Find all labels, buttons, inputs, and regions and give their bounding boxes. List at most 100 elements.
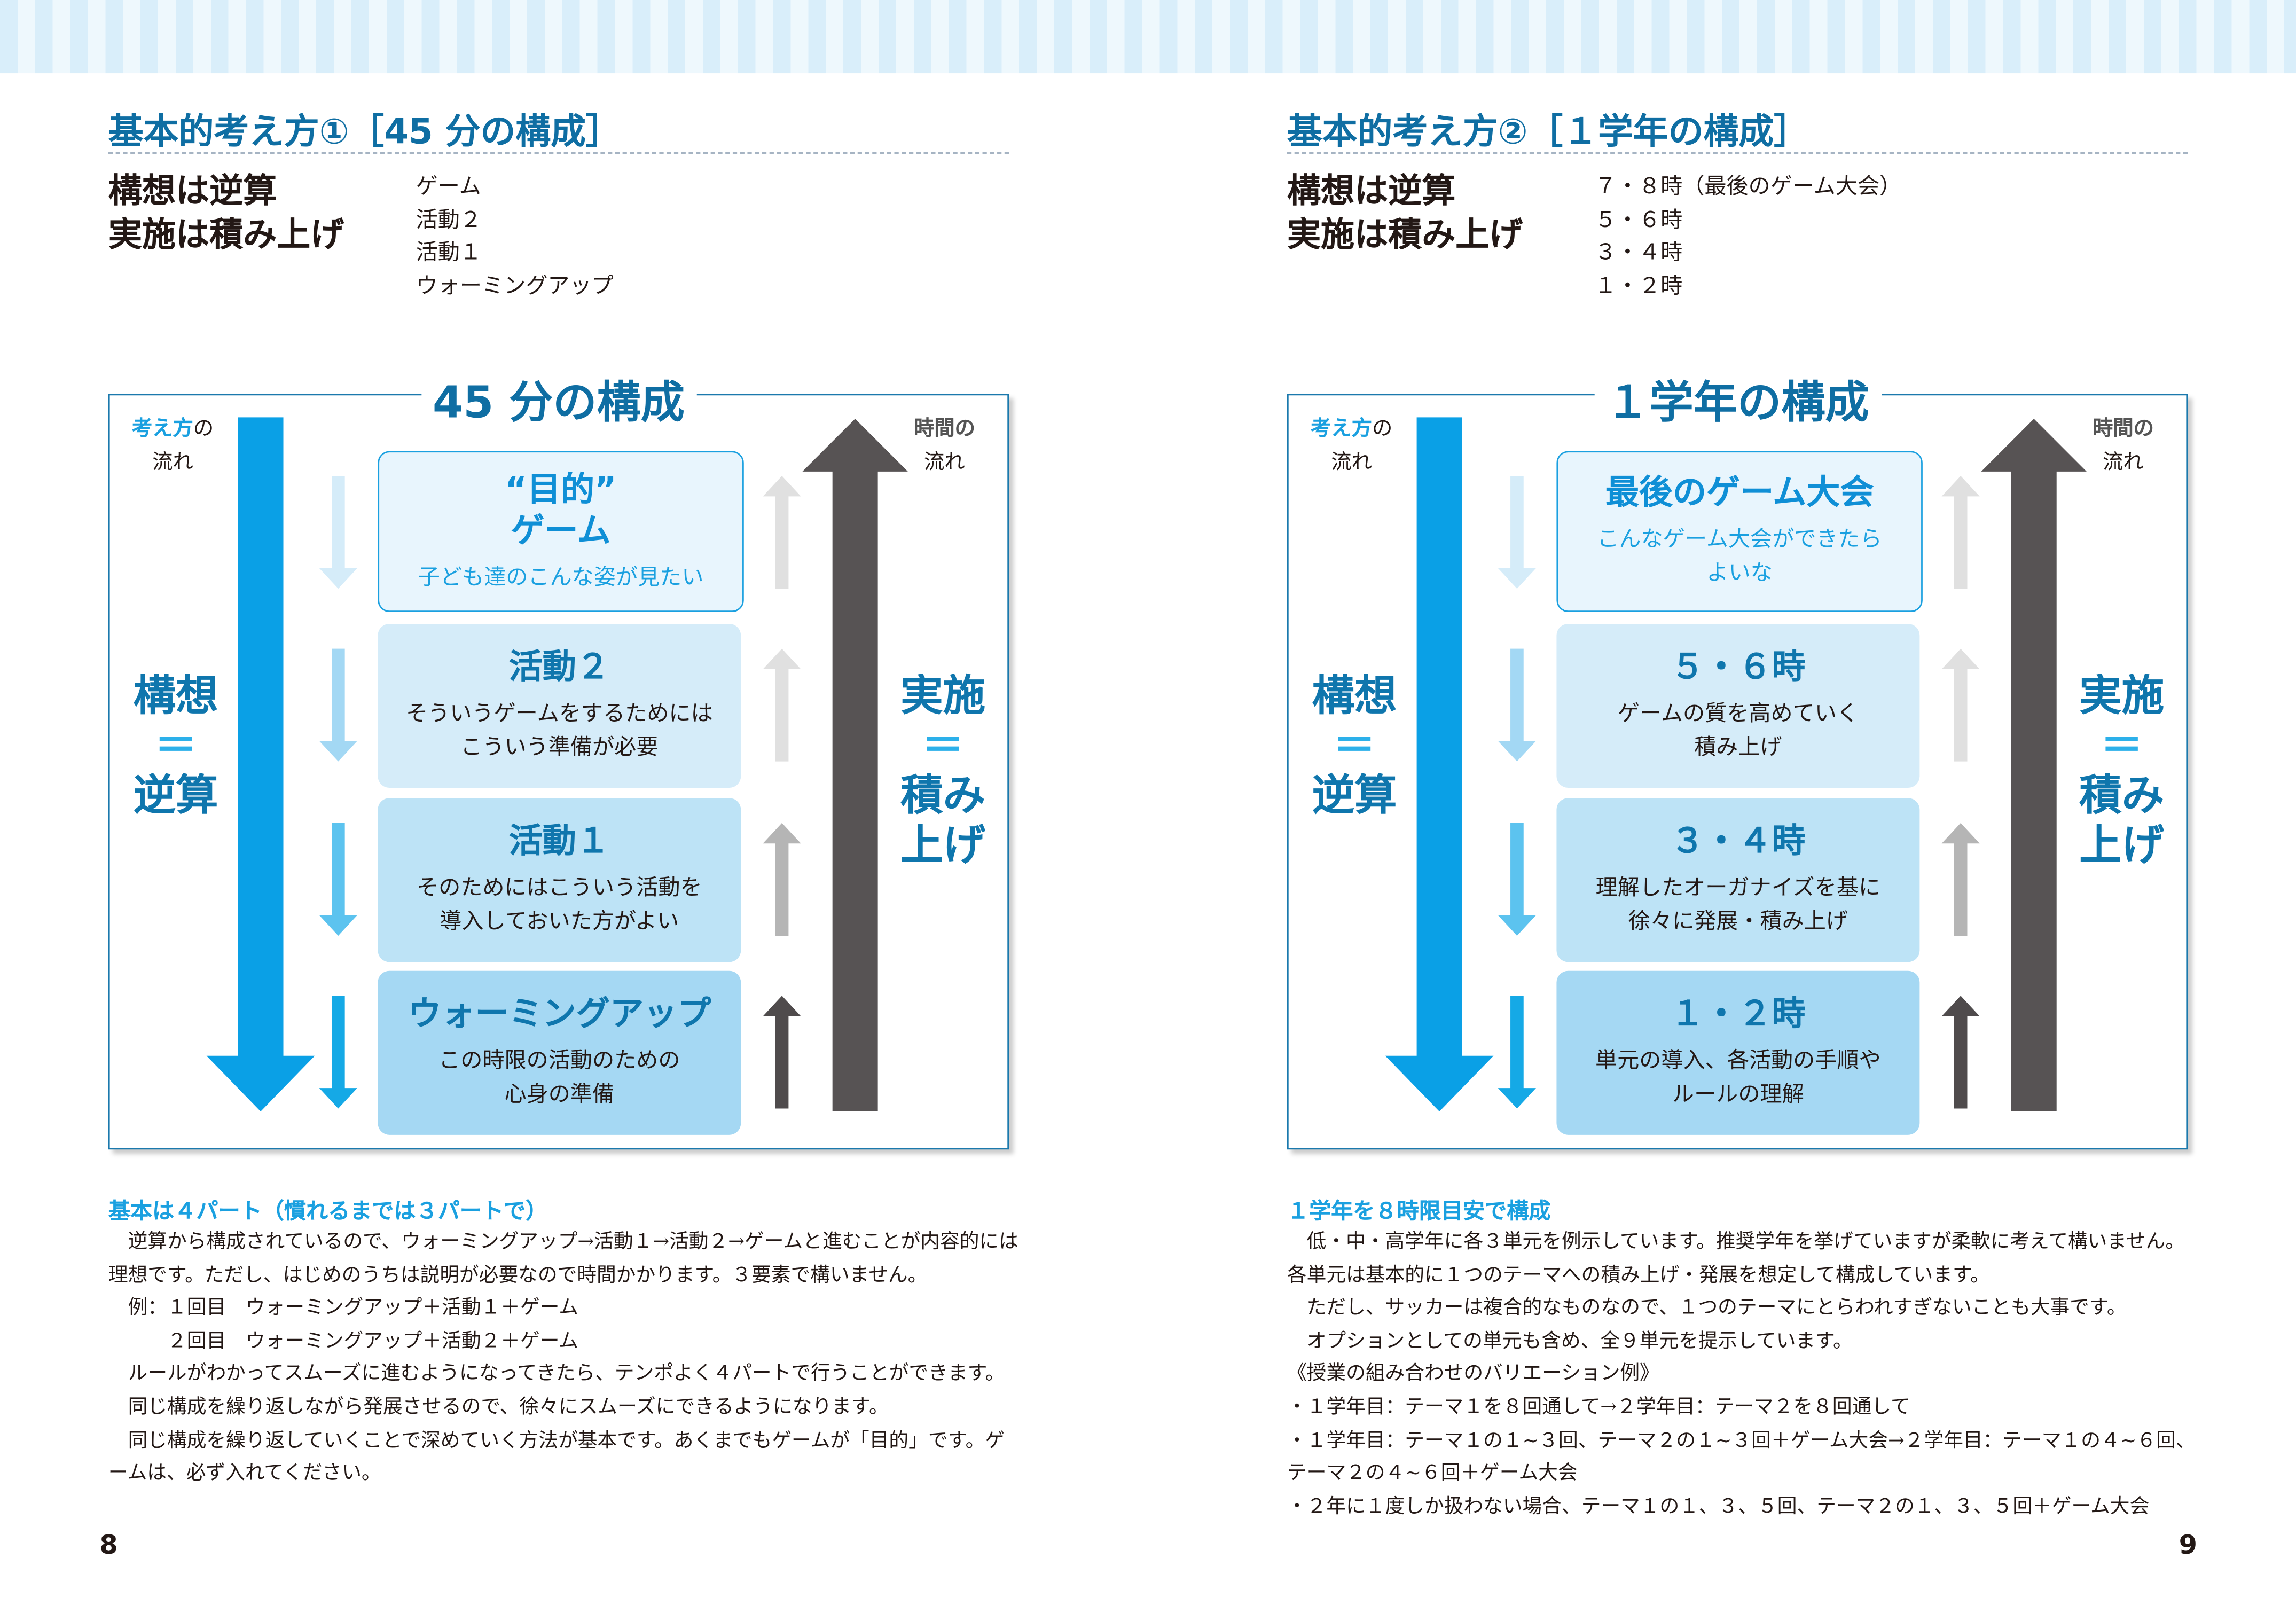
execution-label-part: ＝ — [2100, 720, 2143, 771]
execution-label: 実施＝積み上げ — [2056, 671, 2188, 870]
body-paragraph: 例：１回目 ウォーミングアップ＋活動１＋ゲーム — [108, 1297, 578, 1320]
body-paragraph: 《授業の組み合わせのバリエーション例》 — [1287, 1364, 1659, 1386]
small-up-arrow-icon — [1941, 476, 1980, 589]
small-down-arrow-icon — [1498, 996, 1537, 1109]
flow-label-line: 時間の — [2092, 417, 2154, 441]
execution-label-part: 実施 — [2079, 670, 2165, 721]
structure-list-item: ウォーミングアップ — [416, 272, 614, 299]
body-paragraph: ただし、サッカーは複合的なものなので、１つのテーマにとらわれすぎないことも大事で… — [1287, 1297, 2127, 1320]
small-down-arrow-icon — [1498, 476, 1537, 589]
execution-label: 実施＝積み上げ — [877, 671, 1009, 870]
execution-label-part: ＝ — [921, 720, 965, 771]
structure-box-desc: そのためにはこういう活動を 導入しておいた方がよい — [416, 874, 702, 935]
flow-label-line: 時間の — [913, 417, 975, 441]
structure-list-item: ３・４時 — [1594, 239, 1683, 265]
section-subheading: １学年を８時限目安で構成 — [1287, 1197, 1551, 1225]
body-paragraph: ・２年に１度しか扱わない場合、テーマ１の１、３、５回、テーマ２の１、３、５回＋ゲ… — [1287, 1496, 2150, 1518]
page-heading: 基本的考え方②［１学年の構成］ — [1287, 111, 1809, 153]
big-down-arrow-icon — [1385, 417, 1494, 1111]
small-up-arrow-icon — [763, 823, 801, 936]
structure-box-title: 最後のゲーム大会 — [1605, 474, 1874, 513]
flow-label-left: 考え方の流れ — [1300, 413, 1403, 480]
body-paragraph: オプションとしての単元も含め、全９単元を提示しています。 — [1287, 1330, 1853, 1353]
flow-label-line: 流れ — [924, 451, 965, 475]
flow-label-keyword: 考え方 — [1310, 417, 1372, 441]
concept-label-part: 逆算 — [133, 770, 218, 820]
body-paragraph: 逆算から構成されているので、ウォーミングアップ→活動１→活動２→ゲームと進むこと… — [108, 1231, 1018, 1287]
structure-box: ３・４時理解したオーガナイズを基に 徐々に発展・積み上げ — [1556, 798, 1920, 962]
diagram-title: 45 分の構成 — [420, 366, 696, 431]
body-paragraph: 同じ構成を繰り返していくことで深めていく方法が基本です。あくまでもゲームが「目的… — [108, 1430, 1005, 1485]
small-down-arrow-icon — [1498, 823, 1537, 936]
structure-box: ウォーミングアップこの時限の活動のための 心身の準備 — [378, 970, 741, 1135]
concept-label: 構想＝逆算 — [1289, 671, 1421, 820]
concept-label-part: ＝ — [154, 720, 197, 771]
flow-label-suffix: の — [193, 417, 214, 441]
flow-label-line: 流れ — [2103, 451, 2144, 475]
structure-box-title: ウォーミングアップ — [408, 996, 711, 1034]
concept-label-part: ＝ — [1333, 720, 1376, 771]
flow-label-right: 時間の流れ — [2072, 413, 2175, 480]
small-up-arrow-icon — [763, 996, 801, 1109]
structure-box-desc: 子ども達のこんな姿が見たい — [418, 563, 704, 590]
structure-box-title: “目的” ゲーム — [505, 471, 617, 550]
structure-diagram: 45 分の構成考え方の流れ時間の流れ構想＝逆算実施＝積み上げ“目的” ゲーム子ど… — [108, 366, 1009, 1150]
flow-label-line: 流れ — [152, 451, 193, 475]
structure-box-desc: そういうゲームをするためには こういう準備が必要 — [406, 700, 713, 760]
flow-label-line: 流れ — [1331, 451, 1372, 475]
structure-box-title: 活動１ — [508, 823, 610, 862]
structure-diagram: １学年の構成考え方の流れ時間の流れ構想＝逆算実施＝積み上げ最後のゲーム大会こんな… — [1287, 366, 2188, 1150]
big-down-arrow-icon — [206, 417, 315, 1111]
big-up-arrow-icon — [1981, 419, 2087, 1111]
structure-list-item: 活動１ — [416, 239, 482, 265]
structure-box-title: ５・６時 — [1671, 648, 1806, 687]
page-heading: 基本的考え方①［45 分の構成］ — [108, 111, 621, 153]
page-number: 8 — [99, 1530, 118, 1561]
structure-list-item: ７・８時（最後のゲーム大会） — [1594, 173, 1902, 199]
section-subheading: 基本は４パート（慣れるまでは３パートで） — [108, 1197, 548, 1225]
structure-list-item: 活動２ — [416, 206, 482, 232]
structure-list: ７・８時（最後のゲーム大会） ５・６時 ３・４時 １・２時 — [1595, 170, 1902, 302]
body-paragraph: 低・中・高学年に各３単元を例示しています。推奨学年を挙げていますが柔軟に考えて構… — [1287, 1231, 2185, 1287]
body-paragraph: ルールがわかってスムーズに進むようになってきたら、テンポよく４パートで行うことが… — [108, 1364, 1005, 1386]
body-paragraph: ２回目 ウォーミングアップ＋活動２＋ゲーム — [108, 1330, 578, 1353]
structure-box-title: １・２時 — [1671, 996, 1806, 1034]
structure-list-item: ５・６時 — [1594, 206, 1683, 232]
body-paragraph: ・１学年目：テーマ１の１~３回、テーマ２の１~３回＋ゲーム大会→２学年目：テーマ… — [1287, 1430, 2196, 1485]
flow-label-keyword: 考え方 — [131, 417, 193, 441]
flow-label-line: 考え方の — [122, 413, 224, 447]
heading-divider — [1287, 152, 2188, 154]
structure-box: ５・６時ゲームの質を高めていく 積み上げ — [1556, 623, 1920, 788]
small-up-arrow-icon — [763, 648, 801, 762]
execution-label-part: 積み — [2079, 770, 2165, 820]
execution-label-part: 積み — [900, 770, 986, 820]
flow-label-line: 考え方の — [1300, 413, 1403, 447]
structure-box: 最後のゲーム大会こんなゲーム大会ができたら よいな — [1556, 451, 1923, 613]
execution-label-part: 実施 — [900, 670, 986, 721]
structure-box-desc: ゲームの質を高めていく 積み上げ — [1617, 700, 1859, 760]
small-up-arrow-icon — [1941, 823, 1980, 936]
flow-label-right: 時間の流れ — [893, 413, 996, 480]
structure-box: １・２時単元の導入、各活動の手順や ルールの理解 — [1556, 970, 1920, 1135]
small-down-arrow-icon — [319, 823, 357, 936]
body-text: 逆算から構成されているので、ウォーミングアップ→活動１→活動２→ゲームと進むこと… — [108, 1227, 1024, 1492]
flow-label-left: 考え方の流れ — [122, 413, 224, 480]
structure-box-desc: 理解したオーガナイズを基に 徐々に発展・積み上げ — [1595, 874, 1881, 935]
structure-box-title: ３・４時 — [1671, 823, 1806, 862]
structure-box-desc: 単元の導入、各活動の手順や ルールの理解 — [1595, 1047, 1881, 1107]
small-up-arrow-icon — [763, 476, 801, 589]
flow-label-suffix: の — [1372, 417, 1393, 441]
page-number: 9 — [2179, 1530, 2198, 1561]
diagram-title: １学年の構成 — [1594, 366, 1881, 431]
structure-box-desc: この時限の活動のための 心身の準備 — [438, 1047, 680, 1107]
structure-list-item: １・２時 — [1594, 272, 1683, 299]
concept-label-part: 構想 — [1312, 670, 1397, 721]
body-text: 低・中・高学年に各３単元を例示しています。推奨学年を挙げていますが柔軟に考えて構… — [1287, 1227, 2203, 1525]
structure-box: 活動１ そのためにはこういう活動を 導入しておいた方がよい — [378, 798, 741, 962]
concept-label-part: 構想 — [133, 670, 218, 721]
execution-label-part: 上げ — [2079, 820, 2165, 870]
